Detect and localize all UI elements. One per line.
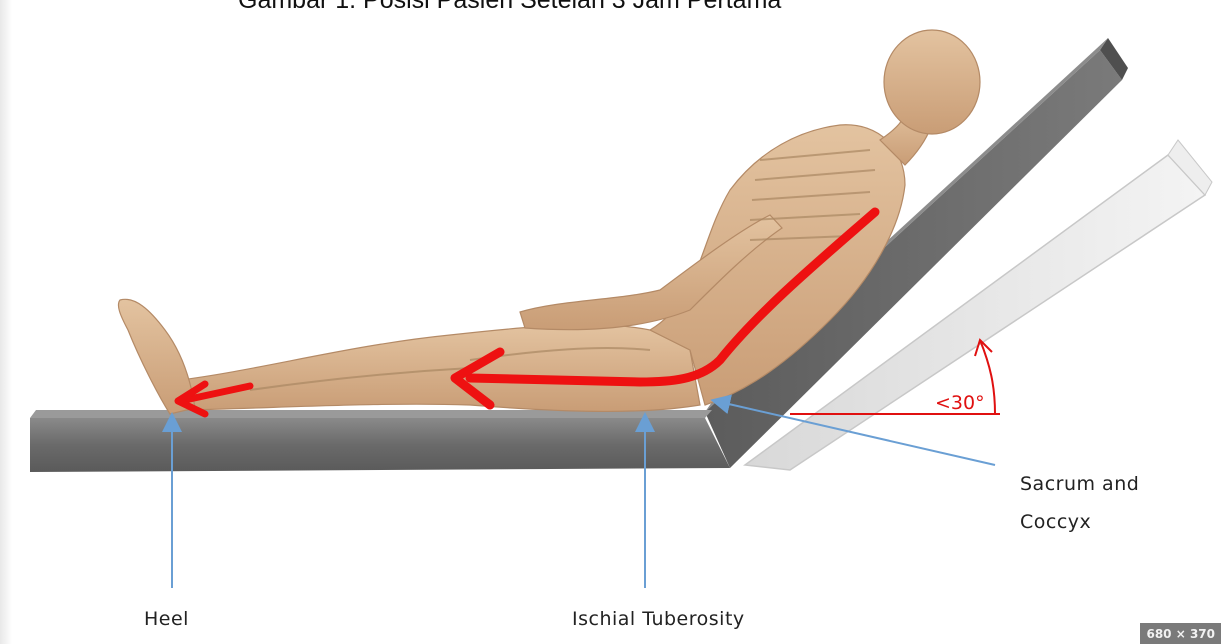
heel-label: Heel	[144, 608, 189, 630]
patient-figure	[118, 30, 980, 414]
sacrum-label-line2: Coccyx	[1020, 511, 1091, 533]
sacrum-label-line1: Sacrum and	[1020, 473, 1139, 495]
ischial-tuberosity-label: Ischial Tuberosity	[572, 608, 745, 630]
image-size-badge: 680 × 370	[1140, 623, 1221, 644]
bed-base	[30, 410, 730, 472]
angle-label: <30°	[935, 392, 985, 414]
